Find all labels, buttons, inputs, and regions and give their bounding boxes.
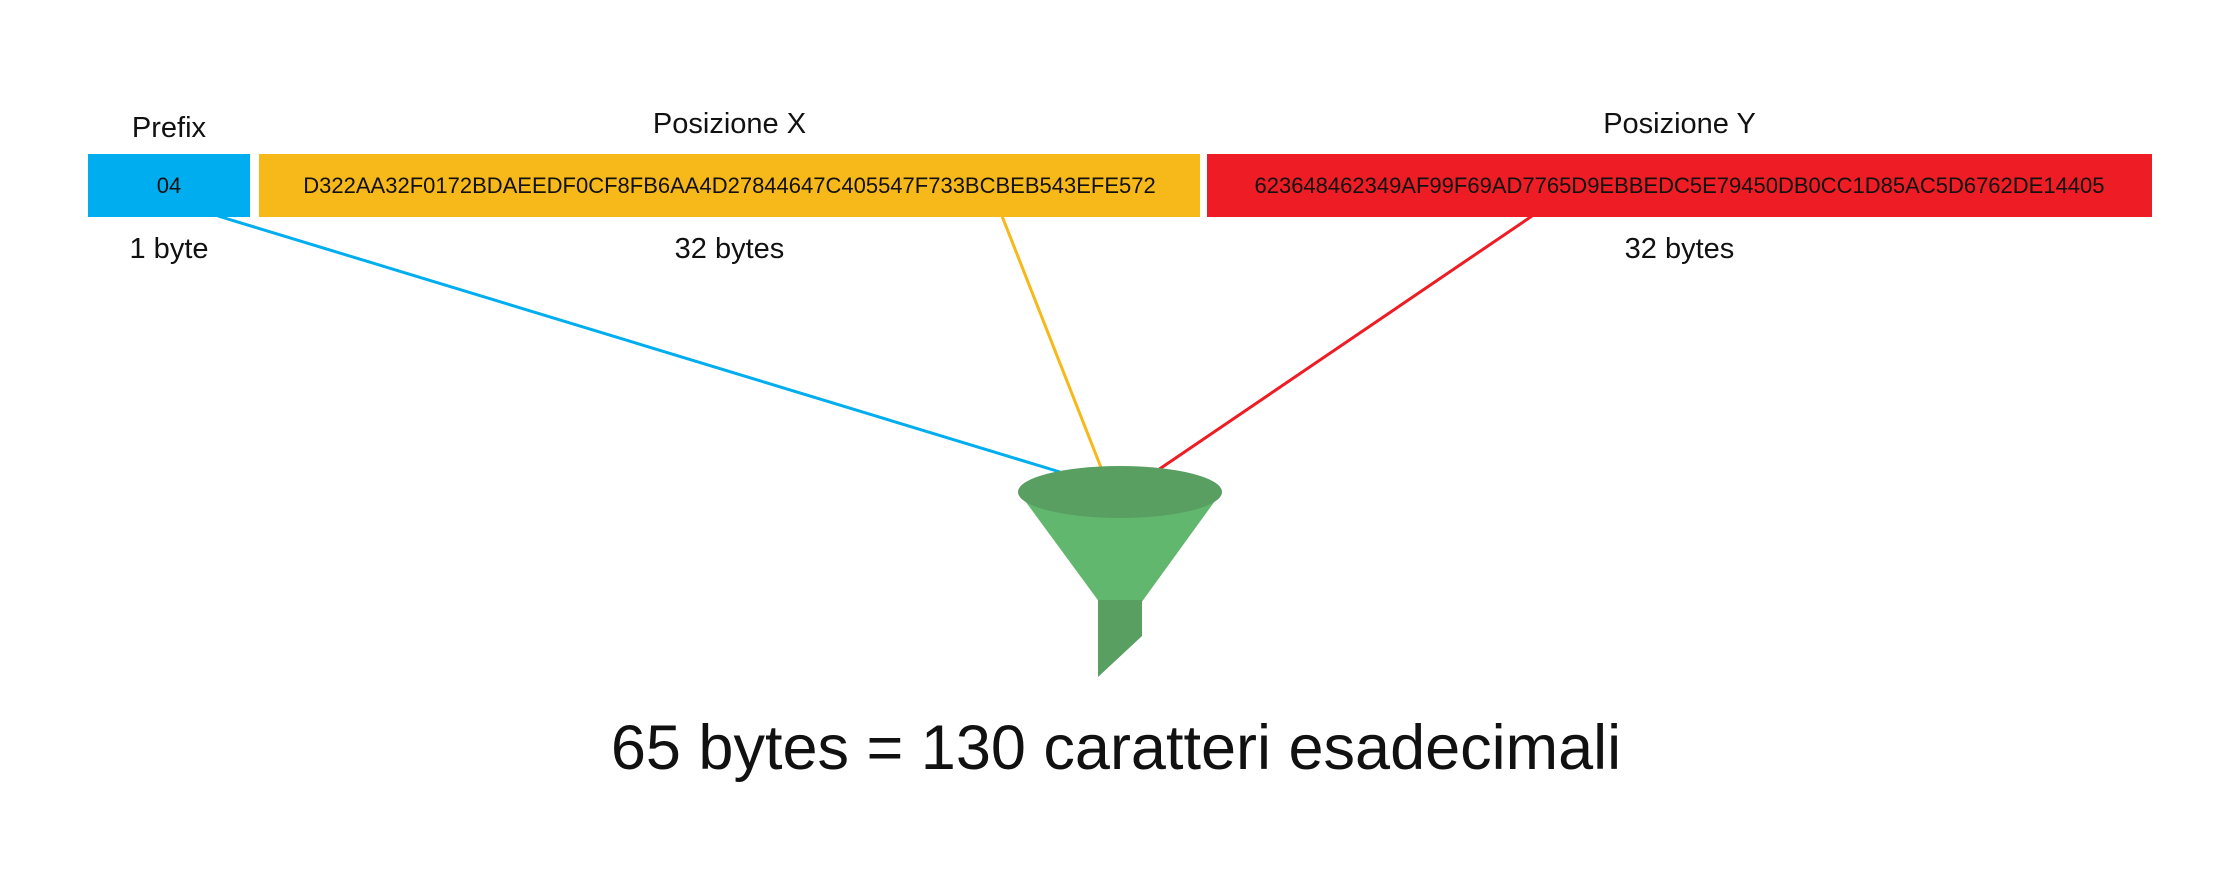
funnel-spout (1098, 600, 1142, 677)
result-summary: 65 bytes = 130 caratteri esadecimali (610, 713, 1622, 783)
prefix-title: Prefix (131, 112, 207, 144)
position-y-box: 623648462349AF99F69AD7765D9EBBEDC5E79450… (1207, 154, 2152, 217)
prefix-box: 04 (88, 154, 250, 217)
position-y-size: 32 bytes (1624, 233, 1735, 265)
position-x-box: D322AA32F0172BDAEEDF0CF8FB6AA4D27844647C… (259, 154, 1200, 217)
position-y-value: 623648462349AF99F69AD7765D9EBBEDC5E79450… (1254, 172, 2105, 198)
prefix-size: 1 byte (129, 233, 209, 265)
prefix-value: 04 (156, 172, 182, 198)
prefix-connector-line (217, 214, 1061, 474)
funnel-rim (1018, 466, 1222, 518)
position-y-title: Posizione Y (1603, 108, 1756, 140)
position-x-value: D322AA32F0172BDAEEDF0CF8FB6AA4D27844647C… (303, 172, 1156, 198)
x-connector-line (1000, 215, 1104, 471)
position-x-size: 32 bytes (674, 233, 785, 265)
funnel-cone (1020, 494, 1220, 603)
funnel-icon (1018, 466, 1222, 677)
position-x-title: Posizione X (652, 108, 807, 140)
y-connector-line (1157, 214, 1533, 472)
